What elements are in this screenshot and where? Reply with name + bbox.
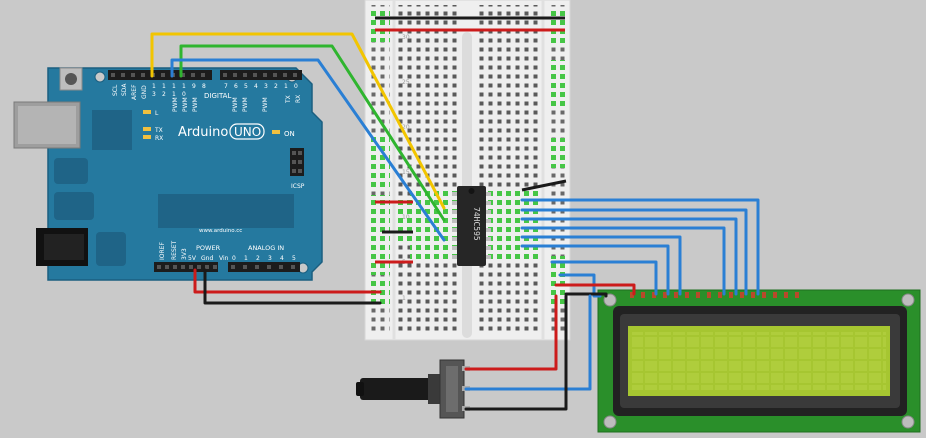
pin-label-2: 2: [274, 83, 278, 90]
pin-label-gnd: Gnd: [201, 255, 213, 262]
digital-label: DIGITAL: [204, 92, 231, 100]
pin-label-4: 4: [254, 83, 258, 90]
wire-black-gnd: [203, 268, 382, 305]
pin-label-sda: SDA: [121, 83, 128, 96]
pin-label-6: 6: [234, 83, 238, 90]
analog-pin-2: 2: [256, 255, 260, 262]
wire-red-lcd: [554, 283, 636, 296]
power-label: POWER: [196, 244, 221, 252]
wire-red-pot: [464, 294, 558, 371]
row-label: 25: [402, 79, 410, 86]
analog-pin-4: 4: [280, 255, 284, 262]
power-header: [154, 262, 218, 272]
pin-label-10: 1: [182, 83, 186, 90]
pin-label-11b: 1: [172, 91, 176, 98]
pin-label-pwm: PWM: [232, 97, 239, 112]
wire-blue-lcd: [550, 260, 658, 296]
pin-label-5: 5: [244, 83, 248, 90]
pin-label-12: 1: [162, 83, 166, 90]
arduino-url: www.arduino.cc: [199, 228, 242, 234]
pin-label-1: 1: [284, 83, 288, 90]
pin-label-gnd: GND: [141, 85, 148, 99]
wire-blue-lcd: [520, 235, 682, 296]
pin-label-13: 1: [152, 83, 156, 90]
potentiometer: [356, 359, 470, 419]
ic-part-label: 74HC595: [472, 207, 481, 241]
on-led: [272, 130, 280, 134]
breadboard: 1 5 10 15 20 25 30: [364, 0, 571, 341]
row-label: 1: [402, 295, 406, 302]
arduino-model: UNO: [234, 125, 261, 139]
icsp-label: ICSP: [291, 183, 305, 190]
pin-label-0: 0: [294, 83, 298, 90]
pin-label-pwm: PWM: [172, 97, 179, 112]
pin-label-ioref: IOREF: [159, 242, 166, 260]
atmega-chip: [158, 194, 294, 228]
pin-label-pwm: PWM: [262, 97, 269, 112]
shift-register-ic: 74HC595: [452, 186, 491, 266]
analog-label: ANALOG IN: [248, 244, 284, 252]
lcd-module: [597, 289, 921, 433]
pin-label-rx: RX: [295, 95, 302, 103]
wires: [150, 32, 760, 411]
analog-header: [228, 262, 300, 272]
analog-pin-3: 3: [268, 255, 272, 262]
pin-label-11: 1: [172, 83, 176, 90]
pin-label-tx: TX: [285, 95, 292, 104]
analog-pin-5: 5: [292, 255, 296, 262]
usb-chip: [92, 110, 132, 150]
pin-label-aref: AREF: [131, 84, 138, 100]
l-led-label: L: [155, 110, 159, 117]
pin-label-5v: 5V: [188, 255, 197, 262]
wire-black-lcd: [564, 292, 608, 298]
digital-header: [108, 70, 302, 80]
on-label: ON: [284, 130, 295, 138]
row-label: 30: [402, 34, 410, 41]
wire-blue-pot: [464, 294, 592, 391]
row-label: 20: [402, 124, 410, 131]
l-led: [143, 110, 151, 114]
wire-black-pot: [464, 294, 568, 411]
wire-blue-lcd: [520, 208, 748, 296]
tx-label: TX: [154, 127, 163, 134]
pin-label-13b: 3: [152, 91, 156, 98]
pin-label-9: 9: [192, 83, 196, 90]
pin-label-pwm: PWM: [242, 97, 249, 112]
rx-label: RX: [155, 135, 163, 142]
tx-led: [143, 127, 151, 131]
wire-blue: [170, 58, 446, 242]
wire-blue-lcd: [520, 217, 738, 296]
pin-label-7: 7: [224, 83, 228, 90]
wire-yellow: [150, 32, 446, 210]
arduino-brand: Arduino: [178, 125, 228, 140]
arduino-uno-board: SCL SDA AREF GND 1 1 1 1 9 8 3 2 1 0 7 6…: [13, 67, 323, 281]
wire-blue-lcd: [520, 198, 760, 296]
pin-label-pwm: PWM: [192, 97, 199, 112]
pin-label-scl: SCL: [112, 84, 119, 96]
pin-label-vin: Vin: [219, 255, 229, 262]
pin-label-8: 8: [202, 83, 206, 90]
analog-pin-1: 1: [244, 255, 248, 262]
pin-label-12b: 2: [162, 91, 166, 98]
wire-blue-lcd: [520, 244, 670, 296]
wire-blue-lcd: [520, 226, 726, 296]
pin-label-3: 3: [264, 83, 268, 90]
wire-red-5v: [193, 268, 382, 294]
analog-pin-0: 0: [232, 255, 236, 262]
pin-label-pwm: PWM: [182, 97, 189, 112]
row-label: 15: [402, 169, 410, 176]
pin-label-3v3: 3V3: [181, 248, 188, 260]
pin-label-10b: 0: [182, 91, 186, 98]
pin-label-reset: RESET: [171, 240, 178, 260]
rx-led: [143, 135, 151, 139]
